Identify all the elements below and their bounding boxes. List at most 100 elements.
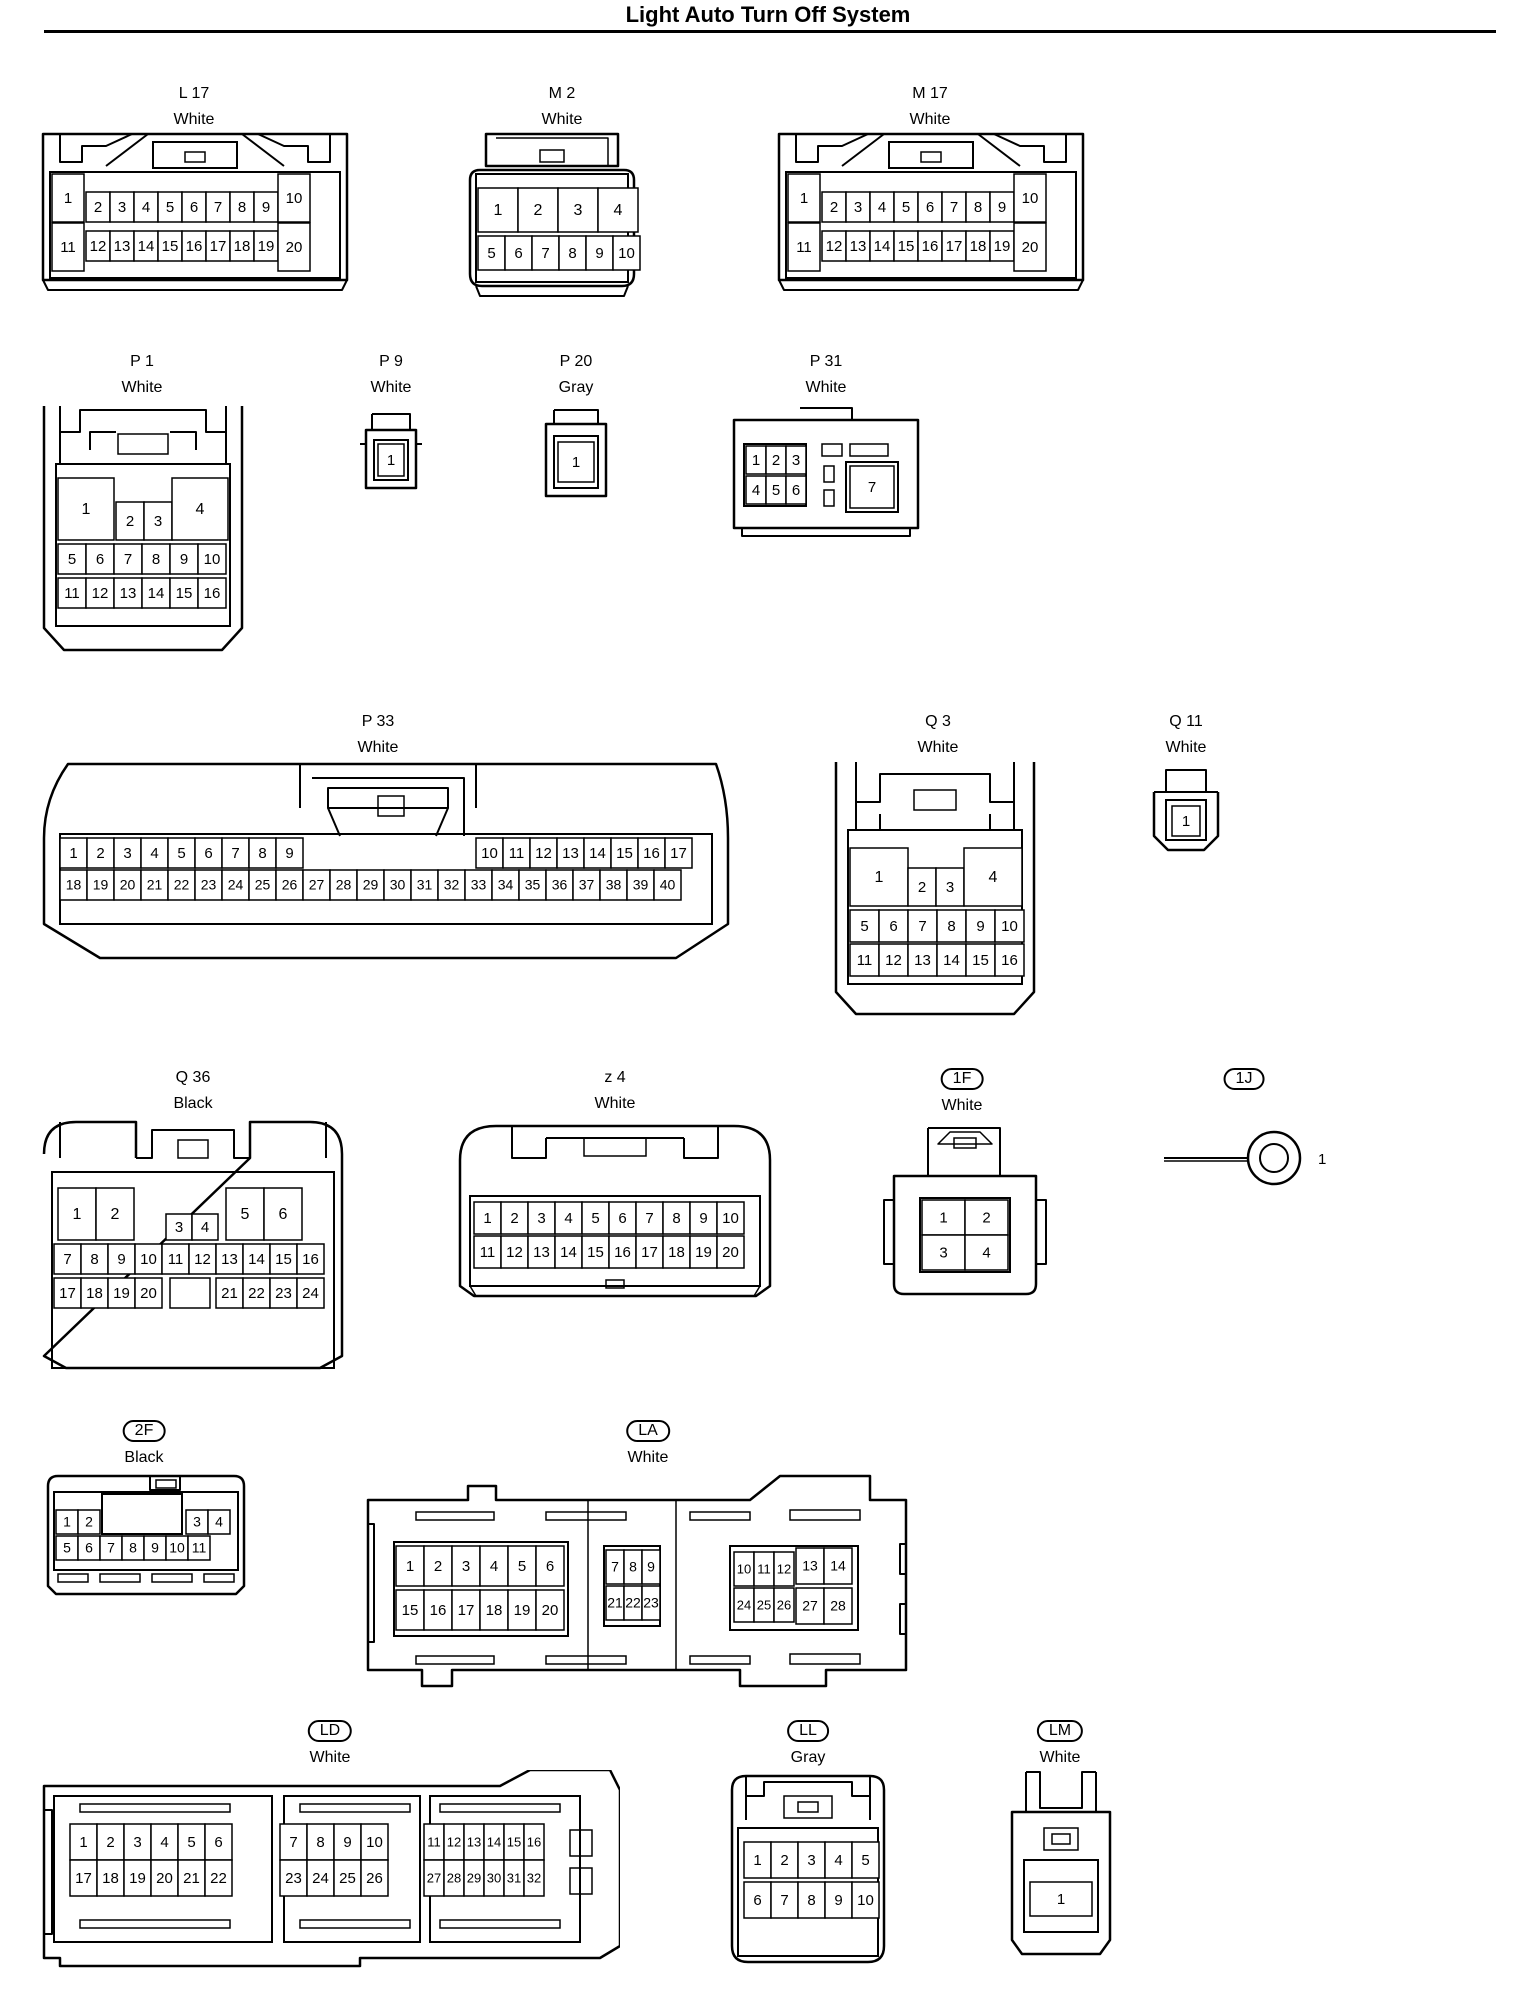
- svg-text:15: 15: [176, 585, 193, 602]
- pin-11: 11: [423, 1823, 445, 1861]
- svg-text:21: 21: [183, 1870, 200, 1887]
- connector-color: White: [121, 379, 163, 396]
- pin-1: 1: [377, 443, 405, 477]
- svg-text:3: 3: [133, 1834, 141, 1851]
- pin-3: 3: [451, 1545, 481, 1587]
- svg-text:6: 6: [546, 1558, 554, 1575]
- svg-text:22: 22: [174, 877, 190, 893]
- svg-text:17: 17: [946, 238, 963, 255]
- svg-text:3: 3: [946, 879, 954, 896]
- svg-text:29: 29: [467, 1870, 481, 1885]
- pin-15: 15: [965, 943, 996, 977]
- svg-text:3: 3: [792, 452, 800, 469]
- connector-code: Q 11: [1169, 713, 1203, 730]
- svg-text:14: 14: [874, 238, 891, 255]
- svg-text:36: 36: [552, 877, 568, 893]
- pin-27: 27: [795, 1587, 825, 1625]
- pin-3: 3: [165, 1213, 193, 1241]
- svg-text:12: 12: [885, 952, 902, 969]
- svg-text:17: 17: [458, 1602, 475, 1619]
- pin-12: 12: [878, 943, 909, 977]
- svg-text:2: 2: [126, 513, 134, 530]
- svg-text:5: 5: [861, 1852, 869, 1869]
- pin-22: 22: [204, 1859, 233, 1897]
- svg-text:9: 9: [998, 199, 1006, 216]
- svg-text:32: 32: [444, 877, 460, 893]
- pin-31: 31: [503, 1859, 525, 1897]
- pin-6: 6: [181, 191, 207, 223]
- svg-text:15: 15: [616, 845, 633, 862]
- svg-text:4: 4: [614, 202, 623, 219]
- pin-5: 5: [55, 1535, 79, 1561]
- pin-30: 30: [383, 869, 412, 901]
- svg-text:2: 2: [982, 1209, 990, 1226]
- pin-10: 10: [733, 1551, 755, 1587]
- svg-text:6: 6: [279, 1206, 288, 1223]
- svg-text:2: 2: [510, 1210, 518, 1227]
- pin-1: 1: [395, 1545, 425, 1587]
- pin-19: 19: [253, 230, 279, 262]
- pin-12: 12: [773, 1551, 795, 1587]
- pin-4: 4: [171, 477, 229, 541]
- pin-2: 2: [77, 1509, 101, 1535]
- svg-text:7: 7: [918, 918, 926, 935]
- svg-text:5: 5: [772, 482, 780, 499]
- svg-text:17: 17: [210, 238, 227, 255]
- pin-33: 33: [464, 869, 493, 901]
- connector-color: White: [627, 1449, 669, 1466]
- pin-5: 5: [581, 1201, 610, 1235]
- connector-color: White: [805, 379, 847, 396]
- pin-30: 30: [483, 1859, 505, 1897]
- svg-text:26: 26: [282, 877, 298, 893]
- svg-text:5: 5: [518, 1558, 526, 1575]
- connector-lm: 1: [1010, 1771, 1112, 1956]
- pin-15: 15: [581, 1235, 610, 1269]
- pin-10: 10: [134, 1243, 163, 1275]
- svg-text:14: 14: [148, 585, 165, 602]
- pin-9: 9: [585, 235, 614, 271]
- svg-text:20: 20: [140, 1285, 157, 1302]
- svg-text:16: 16: [614, 1244, 631, 1261]
- svg-text:1: 1: [752, 452, 760, 469]
- pin-16: 16: [917, 230, 943, 262]
- pin-24: 24: [733, 1587, 755, 1623]
- pin-11: 11: [57, 577, 87, 609]
- svg-text:8: 8: [629, 1559, 637, 1575]
- svg-text:7: 7: [645, 1210, 653, 1227]
- pin-18: 18: [229, 230, 255, 262]
- pin-32: 32: [437, 869, 466, 901]
- connector-color: White: [541, 111, 583, 128]
- pin-25: 25: [333, 1859, 362, 1897]
- pin-15: 15: [169, 577, 199, 609]
- svg-text:8: 8: [238, 199, 246, 216]
- svg-text:1: 1: [875, 869, 884, 886]
- pin-12: 12: [188, 1243, 217, 1275]
- svg-text:7: 7: [63, 1251, 71, 1268]
- pin-16: 16: [296, 1243, 325, 1275]
- connector-code: M 17: [912, 85, 948, 102]
- pin-16: 16: [523, 1823, 545, 1861]
- svg-text:15: 15: [162, 238, 179, 255]
- connector-code: z 4: [604, 1069, 626, 1086]
- svg-text:7: 7: [214, 199, 222, 216]
- pin-9: 9: [333, 1823, 362, 1861]
- svg-text:7: 7: [780, 1892, 788, 1909]
- pin-5: 5: [851, 1841, 880, 1879]
- pin-4: 4: [207, 1509, 231, 1535]
- pin-1: 1: [1171, 805, 1201, 837]
- svg-text:8: 8: [947, 918, 955, 935]
- svg-text:6: 6: [792, 482, 800, 499]
- svg-text:24: 24: [228, 877, 244, 893]
- pin-6: 6: [785, 475, 807, 505]
- svg-text:33: 33: [471, 877, 487, 893]
- pin-1: 1: [745, 445, 767, 475]
- pin-27: 27: [423, 1859, 445, 1897]
- svg-text:30: 30: [487, 1870, 501, 1885]
